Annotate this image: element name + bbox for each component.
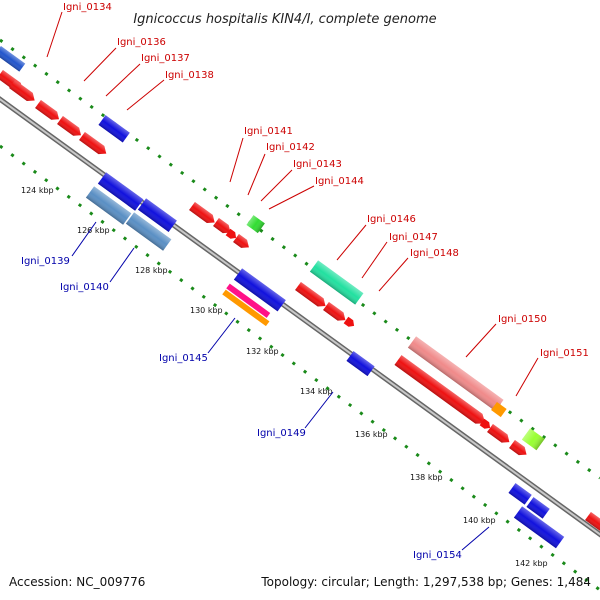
gene-box[interactable] <box>97 172 144 211</box>
gene-arrow[interactable] <box>479 418 493 431</box>
reverse-gene-labels: Igni_0139 Igni_0140 Igni_0145 Igni_0149 … <box>21 256 462 561</box>
gene-arrow[interactable] <box>189 201 218 227</box>
gene-label[interactable]: Igni_0146 <box>367 214 416 225</box>
scale-label: 130 kbp <box>190 306 223 315</box>
gene-label[interactable]: Igni_0144 <box>315 176 364 187</box>
gene-box[interactable] <box>222 289 270 327</box>
gene-box[interactable] <box>491 401 507 418</box>
gene-box[interactable] <box>233 268 286 312</box>
gene-box[interactable] <box>98 115 130 143</box>
tick-track-outer <box>0 38 600 480</box>
gene-label[interactable]: Igni_0134 <box>63 2 112 13</box>
gene-box[interactable] <box>513 506 565 549</box>
gene-arrow[interactable] <box>233 233 252 251</box>
gene-label[interactable]: Igni_0143 <box>293 159 342 170</box>
gene-label[interactable]: Igni_0140 <box>60 282 109 293</box>
gene-box[interactable] <box>346 351 375 377</box>
gene-arrow[interactable] <box>343 316 357 329</box>
gene-box[interactable] <box>521 428 545 451</box>
gene-label[interactable]: Igni_0138 <box>165 70 214 81</box>
scale-labels: 124 kbp 126 kbp 128 kbp 130 kbp 132 kbp … <box>21 186 548 568</box>
gene-arrow[interactable] <box>9 79 38 105</box>
scale-label: 126 kbp <box>77 226 110 235</box>
gene-features <box>0 45 600 549</box>
gene-arrow[interactable] <box>35 99 62 123</box>
gene-arrow[interactable] <box>323 301 348 324</box>
gene-arrow[interactable] <box>57 115 84 139</box>
gene-label[interactable]: Igni_0151 <box>540 348 589 359</box>
scale-label: 136 kbp <box>355 430 388 439</box>
scale-label: 140 kbp <box>463 516 496 525</box>
gene-label[interactable]: Igni_0136 <box>117 37 166 48</box>
gene-arrow[interactable] <box>509 439 529 459</box>
accession-text: Accession: NC_009776 <box>9 575 145 589</box>
gene-box[interactable] <box>508 483 532 505</box>
gene-box[interactable] <box>226 283 271 318</box>
gene-box[interactable] <box>137 198 177 232</box>
scale-label: 138 kbp <box>410 473 443 482</box>
callout-lines <box>46 11 539 551</box>
topology-summary: Topology: circular; Length: 1,297,538 bp… <box>260 575 591 589</box>
gene-box[interactable] <box>526 497 550 519</box>
map-title: Ignicoccus hospitalis KIN4/I, complete g… <box>133 12 436 27</box>
gene-label[interactable]: Igni_0154 <box>413 550 462 561</box>
gene-label[interactable]: Igni_0145 <box>159 353 208 364</box>
gene-label[interactable]: Igni_0139 <box>21 256 70 267</box>
gene-arrow[interactable] <box>295 281 328 310</box>
gene-label[interactable]: Igni_0149 <box>257 428 306 439</box>
gene-box[interactable] <box>125 212 172 251</box>
gene-box[interactable] <box>407 336 504 412</box>
scale-label: 128 kbp <box>135 266 168 275</box>
gene-box[interactable] <box>85 186 132 225</box>
gene-label[interactable]: Igni_0150 <box>498 314 547 325</box>
scale-label: 124 kbp <box>21 186 54 195</box>
gene-box[interactable] <box>0 45 26 72</box>
tick-track-inner <box>0 144 600 592</box>
scale-label: 134 kbp <box>300 387 333 396</box>
gene-box[interactable] <box>309 260 364 305</box>
gene-arrow[interactable] <box>487 423 512 446</box>
scale-label: 132 kbp <box>246 347 279 356</box>
gene-arrow[interactable] <box>394 355 488 428</box>
gene-label[interactable]: Igni_0141 <box>244 126 293 137</box>
gene-label[interactable]: Igni_0142 <box>266 142 315 153</box>
scale-label: 142 kbp <box>515 559 548 568</box>
forward-gene-labels: Igni_0134 Igni_0136 Igni_0137 Igni_0138 … <box>63 2 589 359</box>
gene-label[interactable]: Igni_0148 <box>410 248 459 259</box>
gene-arrow[interactable] <box>213 217 233 237</box>
gene-arrow[interactable] <box>225 228 239 241</box>
gene-arrow[interactable] <box>585 511 600 534</box>
genome-backbone <box>0 96 600 538</box>
gene-label[interactable]: Igni_0137 <box>141 53 190 64</box>
gene-label[interactable]: Igni_0147 <box>389 232 438 243</box>
gene-box[interactable] <box>246 215 265 234</box>
gene-arrow[interactable] <box>79 131 109 158</box>
